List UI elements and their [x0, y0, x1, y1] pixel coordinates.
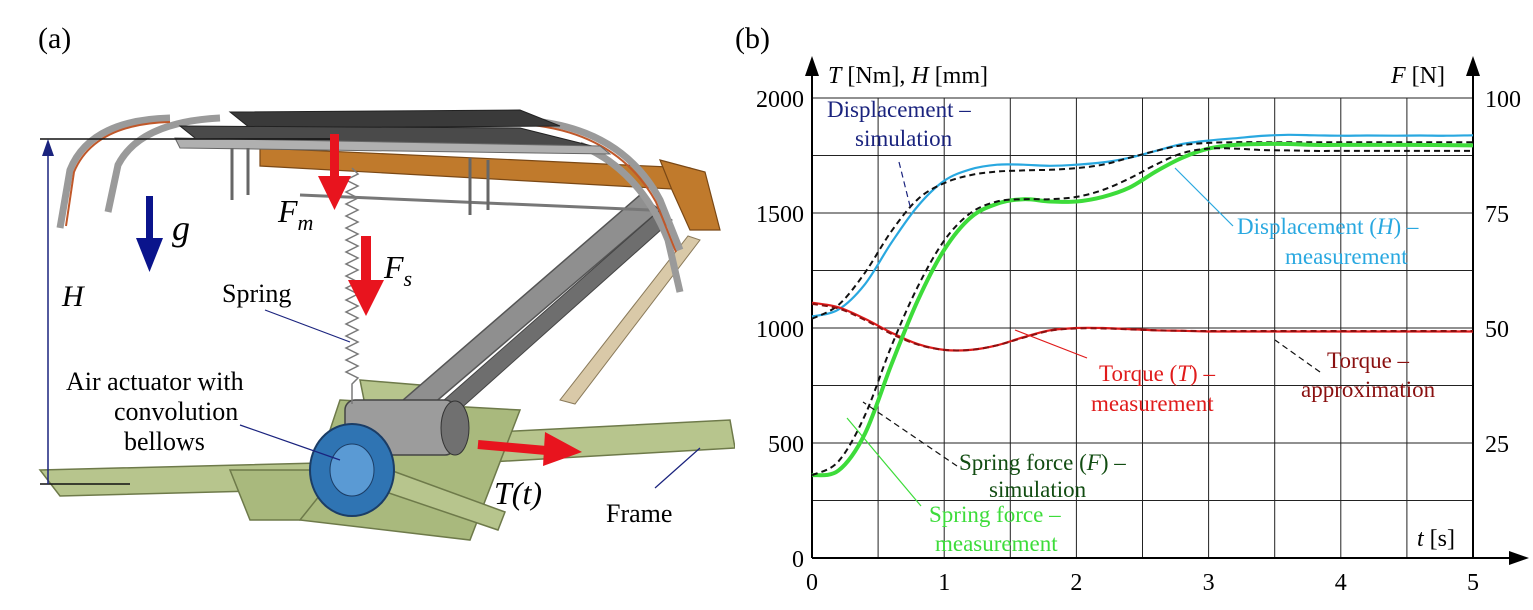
spring-meas-label-2: measurement	[935, 531, 1058, 556]
actuator-end-cap	[440, 400, 470, 456]
gravity-arrowhead	[136, 238, 163, 272]
disp-sim-label-1: Displacement –	[827, 97, 971, 122]
torque-label: T(t)	[494, 475, 542, 511]
torque-approx-label-1: Torque –	[1327, 348, 1410, 373]
spring-sim-label-1: Spring force (F) –	[959, 450, 1126, 475]
gravity-arrow-shaft	[146, 196, 153, 244]
height-arrowhead	[42, 139, 54, 156]
torque-meas-label-1: Torque (T) –	[1099, 361, 1215, 386]
annotation-leaders	[846, 161, 1321, 507]
leader-torque-meas	[1014, 329, 1088, 359]
x-tick-label: 4	[1335, 570, 1347, 596]
height-label: H	[61, 280, 86, 313]
left-axis-label: T [Nm], H [mm]	[828, 63, 988, 89]
fm-arrow-shaft	[330, 134, 339, 180]
air-actuator-label-3: bellows	[124, 427, 205, 456]
spring-coil	[344, 167, 360, 404]
spring-leader	[264, 309, 351, 343]
x-tick-label: 5	[1467, 570, 1479, 596]
series-lines	[811, 133, 1474, 478]
x-axis-arrowhead	[1509, 551, 1529, 565]
x-axis-label: t [s]	[1417, 526, 1455, 552]
torque-meas-label-2: measurement	[1091, 391, 1214, 416]
fs-arrowhead	[348, 280, 384, 316]
spring-sim-label-2: simulation	[989, 477, 1087, 502]
torque-arrowhead	[543, 432, 582, 466]
air-actuator	[309, 399, 470, 517]
x-tick-label: 3	[1203, 570, 1215, 596]
strip-hangers	[230, 148, 490, 215]
lower-arms	[378, 194, 701, 437]
fm-arrowhead	[318, 176, 351, 210]
right-axis-arrowhead	[1466, 56, 1480, 76]
fm-label: Fm	[277, 193, 313, 235]
y-tick-label-left: 1500	[756, 202, 804, 228]
fs-arrow-shaft	[361, 236, 371, 284]
disp-meas-label-2: measurement	[1285, 244, 1408, 269]
bow-horn-left-1	[56, 114, 171, 229]
y-tick-label-right: 50	[1485, 317, 1509, 343]
series-line-4	[811, 141, 1474, 478]
y-tick-label-left: 1000	[756, 317, 804, 343]
y-tick-label-left: 0	[792, 547, 804, 573]
y-tick-label-right: 100	[1485, 87, 1521, 113]
contact-strip-rear	[228, 109, 561, 129]
panel-a: (a)	[0, 0, 735, 610]
air-actuator-label-2: convolution	[114, 397, 238, 426]
series-line-5	[811, 147, 1473, 477]
upper-rod	[559, 235, 701, 405]
x-tick-label: 0	[806, 570, 818, 596]
series-line-3	[811, 302, 1473, 352]
leader-disp-sim	[898, 161, 912, 211]
panel-a-label: (a)	[38, 22, 71, 55]
spring-meas-label-1: Spring force –	[929, 502, 1061, 527]
actuator-leader	[239, 424, 341, 461]
torque-approx-label-2: approximation	[1301, 377, 1436, 402]
disp-meas-label-1: Displacement (H) –	[1237, 214, 1419, 239]
x-tick-label: 1	[938, 570, 950, 596]
bow-horn-left-2	[104, 114, 221, 213]
y-tick-label-left: 2000	[756, 87, 804, 113]
leader-spring-meas	[846, 417, 922, 507]
frame-label: Frame	[606, 499, 672, 528]
force-fs-arrow: Fs	[348, 236, 412, 316]
x-tick-label: 2	[1070, 570, 1082, 596]
bellows-highlight	[329, 443, 375, 497]
series-line-1	[811, 141, 1473, 320]
force-fm-arrow: Fm	[277, 134, 351, 235]
y-tick-label-right: 75	[1485, 202, 1509, 228]
contact-strips	[174, 109, 612, 155]
disp-sim-label-2: simulation	[855, 126, 953, 151]
lower-arm-main	[378, 194, 662, 429]
bow-edge-right	[519, 123, 677, 253]
frame-leader	[654, 447, 701, 489]
contact-strip-base	[174, 137, 612, 155]
grid	[811, 97, 1474, 559]
torque-arrow: T(t)	[477, 432, 582, 511]
pantograph-illustration: (a)	[38, 22, 735, 541]
torque-arrow-shaft	[477, 440, 549, 456]
leader-spring-sim	[862, 401, 958, 467]
panel-b-label: (b)	[735, 22, 770, 55]
air-actuator-label-1: Air actuator with	[66, 367, 244, 396]
height-dimension: H	[40, 138, 330, 485]
fs-label: Fs	[383, 249, 412, 291]
leader-disp-meas	[1174, 167, 1234, 227]
right-axis-label: F [N]	[1390, 63, 1445, 89]
y-tick-label-right: 25	[1485, 432, 1509, 458]
leader-torque-approx	[1274, 339, 1321, 373]
left-axis-arrowhead	[805, 56, 819, 76]
spring-label: Spring	[222, 279, 291, 308]
gravity-label: g	[172, 208, 190, 248]
bow-edge-left	[65, 121, 171, 227]
y-tick-label-left: 500	[768, 432, 804, 458]
axes	[805, 56, 1529, 565]
gravity-arrow: g	[136, 196, 190, 272]
upper-arm-joint	[658, 159, 721, 231]
annotations: Displacement – simulation Displacement (…	[827, 97, 1436, 556]
